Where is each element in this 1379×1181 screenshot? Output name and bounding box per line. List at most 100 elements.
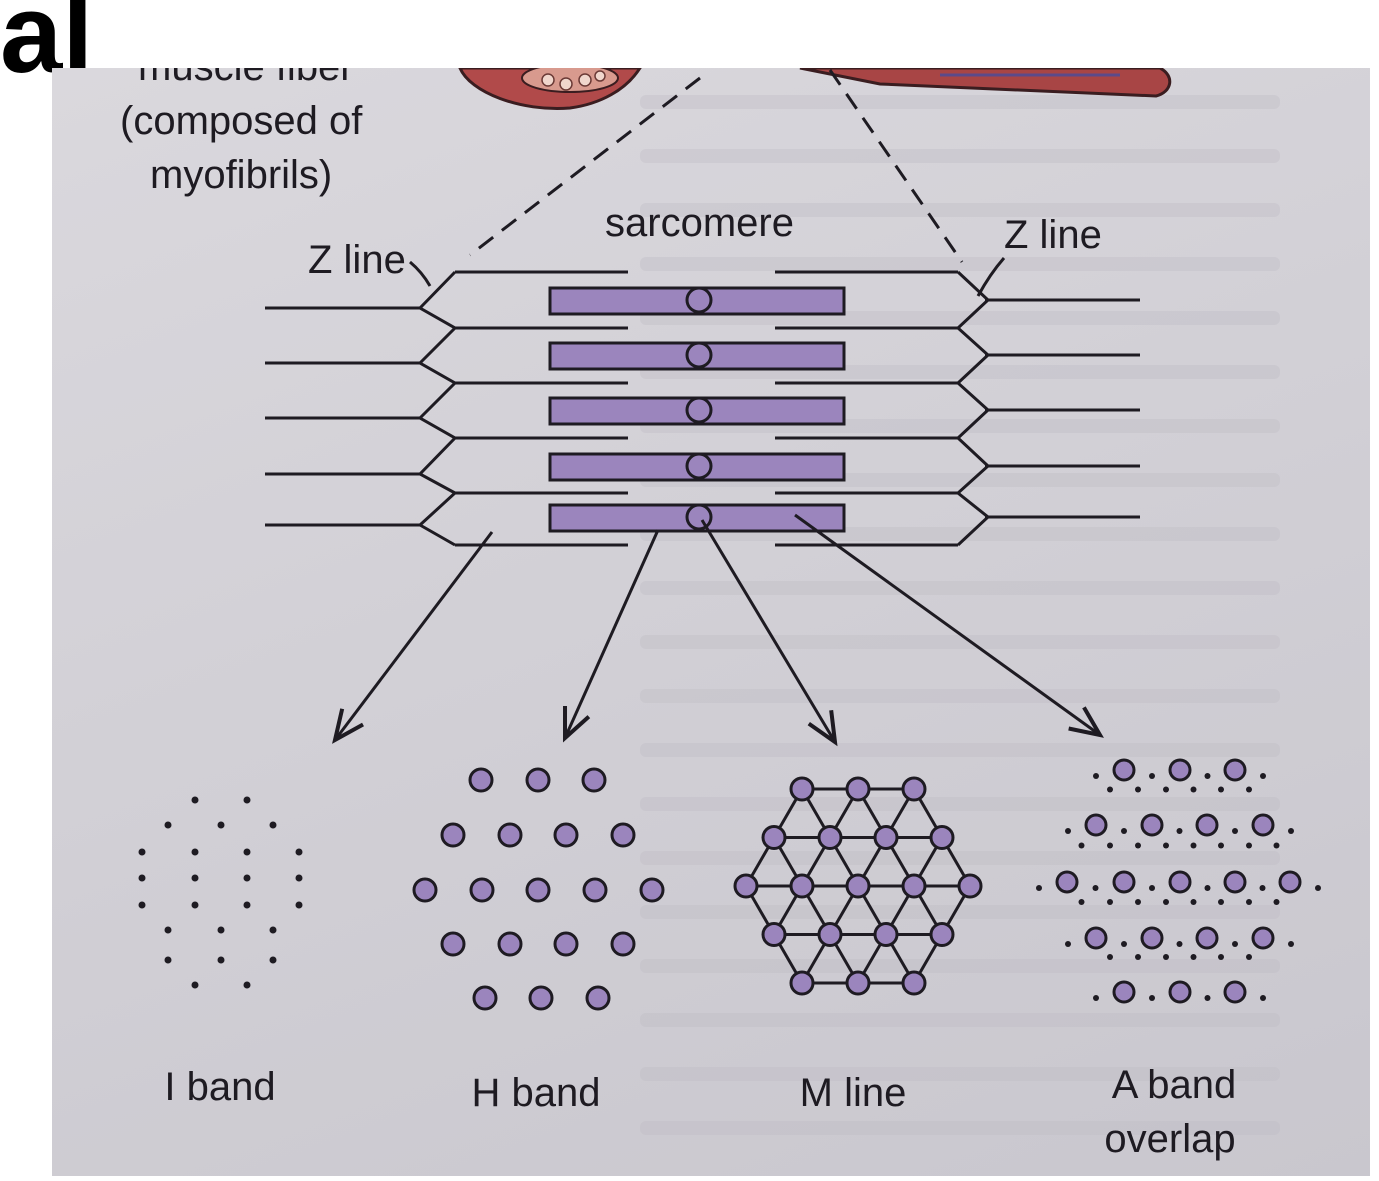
myosin-dot	[1195, 926, 1219, 950]
page-texture-line	[640, 95, 1280, 109]
label-h-band: H band	[472, 1071, 601, 1115]
actin-dot	[1204, 773, 1211, 779]
lattice-node	[873, 825, 899, 851]
myosin-dot	[581, 767, 607, 793]
actin-dot	[1288, 828, 1294, 834]
myosin-dot	[1278, 870, 1302, 894]
actin-dot	[1190, 954, 1197, 960]
myosin-dot	[1168, 870, 1192, 894]
lattice-node	[929, 825, 955, 851]
myosin-dot	[1223, 870, 1247, 894]
myosin-dot	[1112, 870, 1136, 894]
page-texture-line	[640, 257, 1280, 271]
label-a-band-overlap: overlap	[1104, 1117, 1235, 1161]
actin-dot	[1218, 954, 1224, 960]
actin-dot	[1078, 899, 1085, 905]
actin-dot	[1176, 828, 1183, 834]
myosin-dot	[1168, 980, 1192, 1004]
myosin-dot	[1055, 870, 1079, 894]
actin-dot	[1092, 885, 1099, 891]
actin-dot	[269, 956, 277, 964]
actin-dot	[243, 874, 251, 882]
actin-dot	[1149, 885, 1155, 891]
page-texture-line	[640, 797, 1280, 811]
fiber-caption: muscle fiber (composed of myofibrils)	[120, 68, 363, 197]
actin-dot	[1204, 995, 1211, 1001]
actin-dot	[138, 901, 146, 909]
actin-dot	[1246, 954, 1252, 960]
m-line-node	[685, 286, 713, 314]
actin-dot	[1218, 899, 1224, 905]
myosin-dot	[497, 931, 523, 957]
actin-dot	[1246, 842, 1252, 849]
myosin-dot	[528, 985, 554, 1011]
page-texture-line	[640, 635, 1280, 649]
z-line-right	[955, 270, 991, 547]
myosin-dot	[1084, 813, 1108, 837]
lattice-node	[789, 776, 815, 802]
actin-dot	[164, 926, 172, 934]
actin-dot	[1107, 842, 1113, 849]
myosin-dot	[1168, 758, 1192, 782]
muscle-fiber-illustration	[458, 68, 1172, 111]
myosin-dot	[1195, 813, 1219, 837]
myosin-dot	[639, 877, 665, 903]
fiber-caption-line-1: (composed of	[120, 99, 363, 143]
lattice-node	[901, 873, 927, 899]
lattice-node	[929, 921, 955, 947]
zoom-line-left	[469, 76, 701, 257]
page-texture-line	[640, 905, 1280, 919]
arrow-to-m-line	[700, 519, 837, 743]
myosin-dot	[497, 822, 523, 848]
actin-dot	[1135, 899, 1141, 905]
actin-dot	[1107, 899, 1113, 905]
m-line-node	[685, 396, 713, 424]
lattice-node	[901, 970, 927, 996]
actin-dot	[1149, 773, 1155, 779]
lattice-node	[957, 873, 983, 899]
actin-dot	[1288, 941, 1294, 947]
page-texture-line	[640, 1013, 1280, 1027]
sarcomere-structure	[265, 270, 1140, 547]
lattice-node	[845, 873, 871, 899]
myosin-dot	[610, 931, 636, 957]
actin-dot	[243, 848, 251, 856]
page-texture-line	[640, 689, 1280, 703]
actin-dot	[1260, 995, 1266, 1001]
actin-dot	[1218, 842, 1224, 849]
myosin-dot	[440, 931, 466, 957]
actin-dot	[217, 956, 225, 964]
actin-dot	[1107, 786, 1113, 793]
z-line-left	[417, 270, 458, 547]
actin-dot	[1260, 773, 1266, 779]
textbook-photo: muscle fiber (composed of myofibrils) sa…	[52, 68, 1370, 1176]
arrow-to-a-band-head	[1068, 706, 1104, 738]
cross-section-i-band	[138, 796, 303, 989]
actin-dot	[164, 956, 172, 964]
fiber-caption-line-0: muscle fiber	[138, 68, 354, 89]
arrow-to-m-line-head	[807, 709, 838, 747]
actin-dot	[191, 796, 199, 804]
myosin-dot	[1251, 926, 1275, 950]
lattice-node	[845, 776, 871, 802]
actin-dot	[1065, 828, 1071, 834]
actin-dot	[1065, 941, 1071, 947]
actin-dot	[1273, 842, 1280, 849]
myosin-dot	[525, 767, 551, 793]
actin-dot	[243, 796, 251, 804]
actin-dot	[1190, 786, 1197, 793]
actin-dot	[295, 901, 303, 909]
actin-dot	[1273, 899, 1280, 905]
actin-dot	[269, 926, 277, 934]
sarcomere-label: sarcomere	[605, 201, 794, 245]
page-texture-line	[640, 959, 1280, 973]
actin-dot	[1163, 842, 1169, 849]
actin-dot	[217, 926, 225, 934]
page-texture-line	[640, 1121, 1280, 1135]
cross-section-arrows	[332, 513, 1104, 747]
label-m-line: M line	[800, 1071, 907, 1115]
z-line-right-label: Z line	[1004, 213, 1102, 257]
actin-dot	[1190, 842, 1197, 849]
myosin-dot	[1112, 758, 1136, 782]
